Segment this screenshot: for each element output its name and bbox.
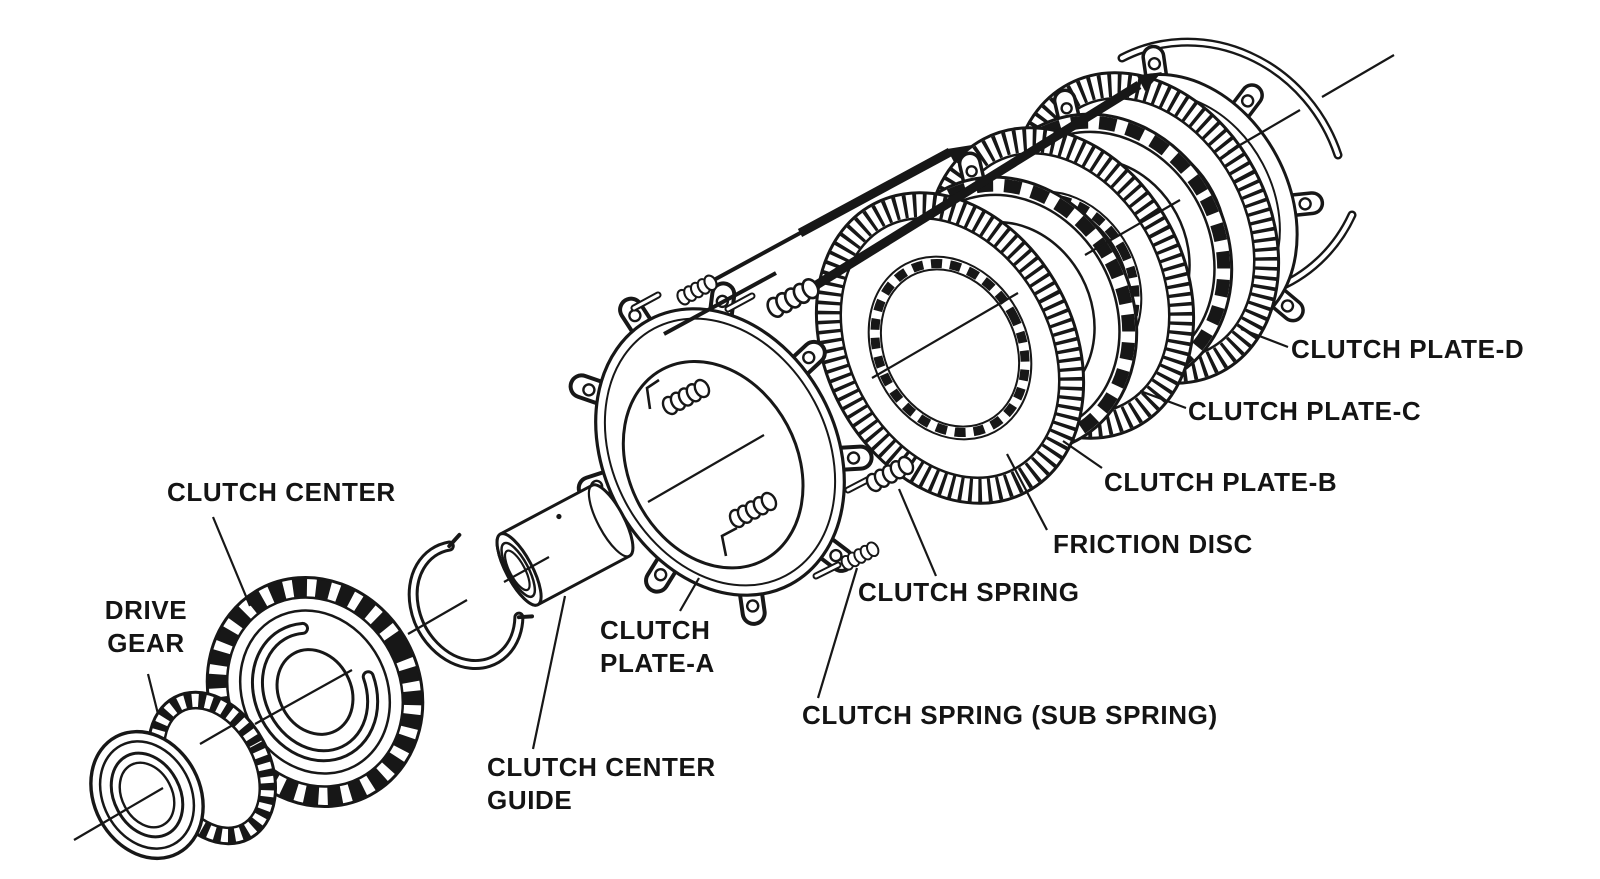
clutch-center-part [204, 574, 426, 810]
leader-lines [146, 327, 1289, 750]
leader-drive-gear [146, 673, 160, 715]
leader-clutch-plate-d [1240, 327, 1289, 349]
leader-friction-disc [1006, 453, 1048, 531]
set-ring-part [407, 532, 535, 671]
axis-centerline [73, 54, 1395, 841]
leader-clutch-spring [897, 488, 938, 577]
drive-gear-part [89, 690, 278, 861]
leader-clutch-plate-b [1062, 440, 1103, 469]
clutch-plate-a-springs [645, 376, 781, 557]
leader-clutch-spring-sub [816, 567, 859, 699]
clutch-center-guide-part [495, 483, 635, 607]
assembly-arrow-2 [663, 72, 1162, 336]
leader-clutch-plate-a [679, 577, 700, 612]
leader-clutch-center [211, 516, 252, 607]
leader-clutch-center-guide [531, 595, 567, 750]
leader-clutch-plate-c [1139, 389, 1187, 410]
assembly-arrow-1 [674, 145, 972, 308]
